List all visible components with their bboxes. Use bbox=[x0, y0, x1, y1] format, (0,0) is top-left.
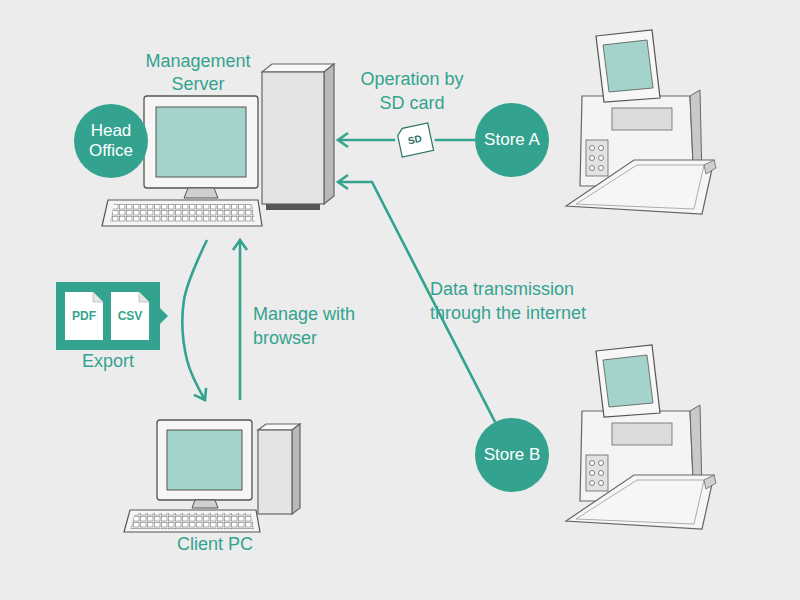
tower-front bbox=[258, 430, 292, 514]
doc-fold bbox=[93, 292, 103, 302]
monitor-stand bbox=[184, 188, 218, 198]
monitor-stand bbox=[192, 500, 218, 508]
store-circle: Store B bbox=[475, 418, 549, 492]
node-text: Store A bbox=[475, 103, 549, 177]
connector-arrow bbox=[338, 139, 395, 142]
node-text: Client PC bbox=[120, 533, 310, 556]
connector-arrow bbox=[182, 240, 207, 400]
monitor-frame bbox=[157, 420, 252, 500]
doc-fold bbox=[139, 292, 149, 302]
node-text: Store B bbox=[475, 418, 549, 492]
edge-label: Operation by SD card bbox=[352, 67, 472, 115]
node-text: Head Office bbox=[74, 104, 148, 178]
edge-label: Data transmission through the internet bbox=[430, 277, 630, 325]
keyboard bbox=[102, 200, 262, 226]
node-text: Management Server bbox=[130, 50, 266, 97]
monitor-screen bbox=[167, 430, 242, 490]
node-text: PDF bbox=[64, 291, 104, 341]
monitor-screen bbox=[156, 107, 246, 177]
edge-label: Manage with browser bbox=[253, 302, 383, 350]
client-computer bbox=[124, 420, 300, 532]
tower-base bbox=[266, 204, 320, 210]
node-text: CSV bbox=[110, 291, 150, 341]
doc-shape bbox=[111, 292, 149, 340]
circle-shape bbox=[475, 103, 549, 177]
node-text: SD bbox=[395, 122, 434, 158]
connector-arrow bbox=[239, 240, 242, 400]
keyboard bbox=[124, 510, 260, 532]
store-circle: Store A bbox=[475, 103, 549, 177]
keyboard-keys bbox=[110, 204, 255, 222]
tower-side bbox=[324, 64, 334, 204]
tower-front bbox=[262, 72, 324, 204]
sd-card: SD bbox=[395, 122, 434, 158]
tower-top bbox=[262, 64, 334, 72]
connector-arrow bbox=[338, 182, 495, 422]
node-text: Export bbox=[56, 350, 160, 373]
circle-shape bbox=[74, 104, 148, 178]
connector-arrow bbox=[435, 139, 475, 142]
monitor-frame bbox=[144, 96, 258, 188]
export-panel bbox=[56, 282, 160, 350]
doc-shape bbox=[65, 292, 103, 340]
export-box: Export PDFCSV bbox=[56, 282, 168, 374]
file-icon: CSV bbox=[110, 291, 150, 341]
pointer-triangle bbox=[160, 308, 168, 324]
office-circle: Head Office bbox=[74, 104, 148, 178]
tower-side bbox=[292, 424, 300, 514]
file-icon: PDF bbox=[64, 291, 104, 341]
keyboard-keys bbox=[130, 513, 254, 529]
store-b-scale bbox=[566, 345, 716, 529]
client-node: Client PC bbox=[120, 400, 310, 560]
circle-shape bbox=[475, 418, 549, 492]
store-a-scale bbox=[566, 30, 716, 214]
server-node: Management ServerHead Office bbox=[72, 48, 338, 240]
